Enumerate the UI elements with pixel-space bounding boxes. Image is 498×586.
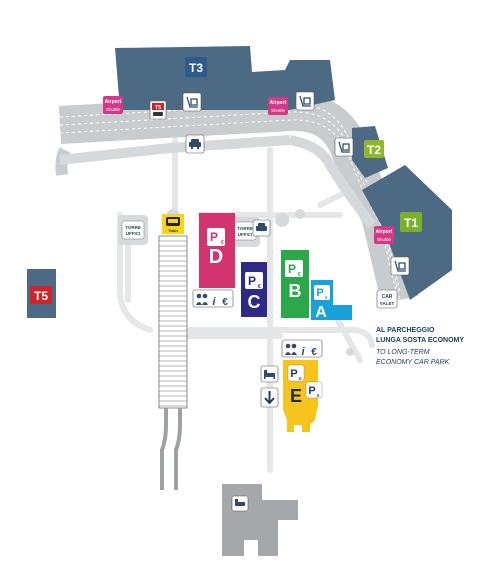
svg-text:TORRE: TORRE: [125, 225, 141, 230]
svg-text:Shuttle: Shuttle: [106, 107, 121, 112]
t5-label: T5: [34, 289, 48, 303]
taxi-icon: [252, 219, 271, 237]
car-park-b: P € B: [281, 250, 309, 318]
hotel-icon: [260, 365, 279, 383]
luggage-trolley-icon: [182, 92, 202, 112]
car-park-a: P € A: [311, 280, 352, 321]
economy-parking-label-it-1: AL PARCHEGGIO: [376, 327, 435, 334]
terminal-5-building: T5: [27, 269, 56, 318]
svg-text:P: P: [290, 368, 297, 380]
svg-text:€: €: [299, 376, 302, 381]
pedestrian-walkway: [158, 235, 188, 490]
svg-text:P: P: [288, 262, 296, 276]
svg-text:E: E: [290, 386, 302, 406]
info-facilities-sign: i €: [281, 339, 323, 358]
svg-text:UFFICI: UFFICI: [126, 231, 141, 236]
t2-label: T2: [367, 143, 381, 157]
svg-text:B: B: [289, 281, 302, 301]
luggage-trolley-icon: [334, 137, 354, 157]
svg-text:P: P: [248, 274, 256, 288]
info-facilities-sign: i €: [192, 289, 234, 308]
train-station: Train: [162, 214, 184, 234]
economy-car-park-directions: AL PARCHEGGIO LUNGA SOSTA ECONOMY TO LON…: [376, 326, 492, 368]
luggage-trolley-icon: [390, 256, 410, 276]
svg-text:Train: Train: [168, 228, 178, 233]
office-tower-2: TORRE UFFICI: [230, 217, 260, 247]
economy-parking-label-en-2: ECONOMY CAR PARK: [376, 359, 450, 366]
t5-badge: [30, 286, 52, 304]
svg-text:A: A: [315, 304, 327, 321]
svg-text:€: €: [222, 297, 228, 308]
shuttle-sign-t1: Airport Shuttle: [374, 226, 394, 244]
car-park-e: P € P € E: [283, 360, 323, 432]
svg-text:CAR: CAR: [382, 294, 393, 300]
svg-text:i: i: [301, 346, 305, 358]
svg-text:i: i: [212, 296, 216, 308]
terminal-2-building: T2: [352, 126, 388, 178]
car-park-d: P € D: [199, 213, 235, 288]
svg-text:Shuttle: Shuttle: [271, 108, 286, 113]
t2-badge: [364, 140, 384, 158]
hotel-building: [222, 484, 298, 556]
shuttle-sign-t3-left: Airport Shuttle: [103, 96, 123, 114]
svg-text:Airport: Airport: [270, 100, 287, 106]
t1-label: T1: [404, 216, 418, 230]
luggage-trolley-icon: [295, 91, 315, 111]
taxi-icon: [185, 134, 205, 154]
economy-parking-label-it-2: LUNGA SOSTA ECONOMY: [376, 337, 465, 344]
svg-text:€: €: [325, 295, 328, 300]
t3-badge: [185, 57, 207, 77]
svg-text:Airport: Airport: [376, 229, 393, 235]
svg-text:€: €: [258, 284, 261, 290]
t3-label: T3: [189, 61, 203, 75]
svg-text:P: P: [308, 385, 315, 397]
car-park-c: P € C: [241, 262, 267, 317]
svg-text:€: €: [311, 347, 317, 358]
svg-text:T5: T5: [155, 105, 161, 111]
svg-text:D: D: [209, 246, 223, 268]
svg-text:UFFICI: UFFICI: [238, 232, 253, 237]
shuttle-sign-t3-right: Airport Shuttle: [268, 97, 288, 115]
svg-text:VALET: VALET: [380, 301, 395, 306]
office-tower-1: TORRE UFFICI: [118, 215, 148, 245]
car-valet-sign: CAR VALET: [376, 289, 398, 309]
svg-text:€: €: [317, 393, 320, 398]
t5-shuttle-stop-sign: T5: [149, 100, 167, 120]
svg-text:C: C: [248, 292, 261, 312]
economy-parking-label-en-1: TO LONG-TERM: [376, 349, 430, 356]
terminal-1-building: T1: [362, 165, 452, 300]
svg-text:P: P: [316, 287, 323, 299]
svg-text:Shuttle: Shuttle: [377, 237, 392, 242]
svg-text:TORRE: TORRE: [237, 226, 253, 231]
svg-text:€: €: [298, 272, 301, 278]
t1-badge: [400, 212, 422, 232]
arrow-down-icon: [260, 387, 279, 408]
svg-text:Airport: Airport: [105, 99, 122, 105]
svg-text:P: P: [210, 230, 218, 244]
terminal-3-building: T3: [115, 46, 335, 110]
svg-text:€: €: [221, 240, 224, 246]
